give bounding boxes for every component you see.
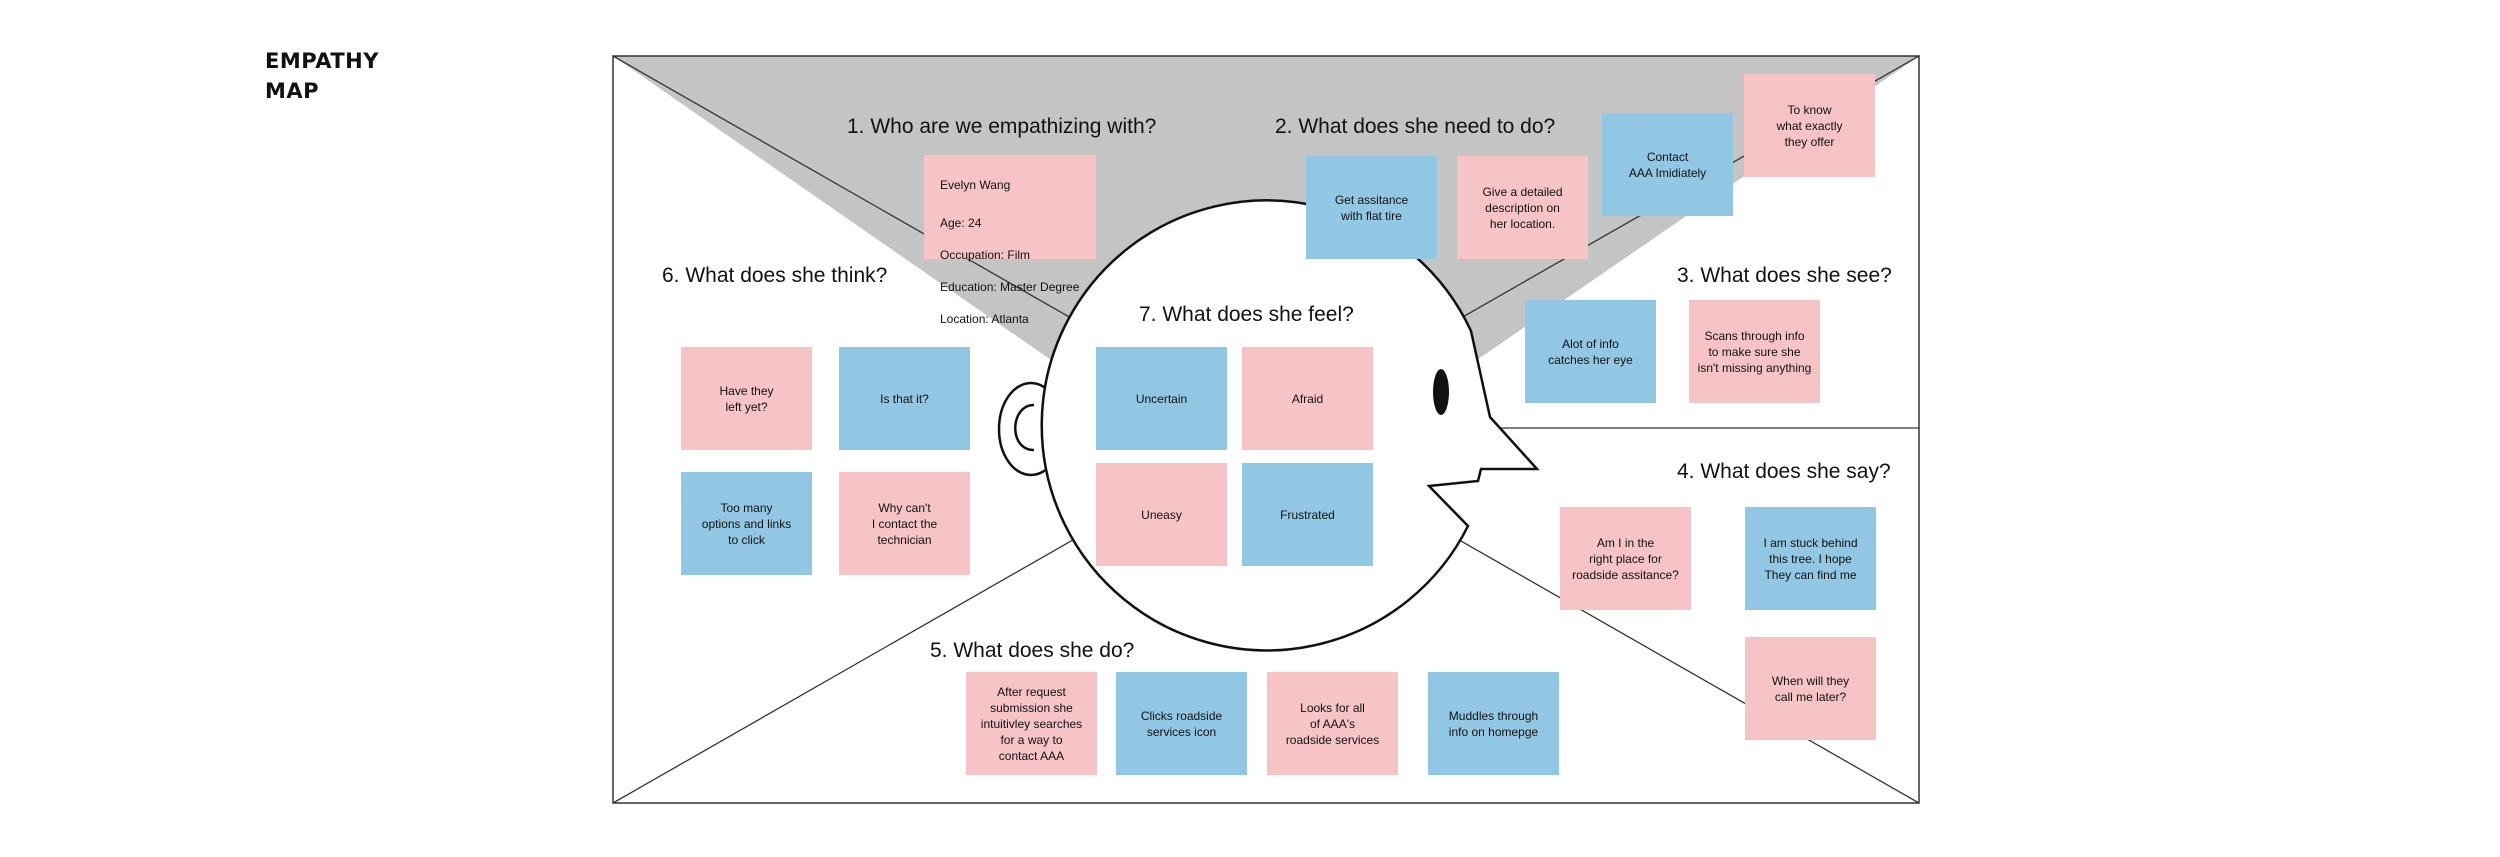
heading-say: 4. What does she say? <box>1677 460 1891 483</box>
persona-detail: Location: Atlanta <box>940 312 1029 326</box>
heading-feel: 7. What does she feel? <box>1139 303 1354 326</box>
persona-detail: Education: Master Degree <box>940 280 1080 294</box>
sticky-note: Uncertain <box>1096 347 1227 450</box>
page-title-line: MAP <box>265 79 320 103</box>
sticky-note: Frustrated <box>1242 463 1373 566</box>
persona-detail: Occupation: Film <box>940 248 1031 262</box>
eye-shape <box>1433 369 1449 415</box>
page-title-line: EMPATHY <box>265 49 379 73</box>
page-title: EMPATHY MAP <box>265 46 465 106</box>
sticky-note: Alot of info catches her eye <box>1525 300 1656 403</box>
sticky-note: Contact AAA Imidiately <box>1602 113 1733 216</box>
sticky-note: When will they call me later? <box>1745 637 1876 740</box>
outer-frame <box>612 55 1920 804</box>
heading-need: 2. What does she need to do? <box>1275 115 1556 138</box>
sticky-note: Why can't I contact the technician <box>839 472 970 575</box>
sticky-note: After request submission she intuitivley… <box>966 672 1097 775</box>
sticky-note: Looks for all of AAA's roadside services <box>1267 672 1398 775</box>
persona-detail: Age: 24 <box>940 216 982 230</box>
persona-name: Evelyn Wang <box>940 178 1011 192</box>
sticky-note: I am stuck behind this tree. I hope They… <box>1745 507 1876 610</box>
persona-note: Evelyn Wang Age: 24 Occupation: Film Edu… <box>924 155 1096 326</box>
sticky-note: Give a detailed description on her locat… <box>1457 156 1588 259</box>
sticky-note: To know what exactly they offer <box>1744 74 1875 177</box>
heading-do: 5. What does she do? <box>930 639 1135 662</box>
sticky-note: Get assitance with flat tire <box>1306 156 1437 259</box>
sticky-note: Afraid <box>1242 347 1373 450</box>
sticky-note: Muddles through info on homepge <box>1428 672 1559 775</box>
sticky-note: Uneasy <box>1096 463 1227 566</box>
heading-who: 1. Who are we empathizing with? <box>847 115 1157 138</box>
heading-think: 6. What does she think? <box>662 264 888 287</box>
sticky-note: Am I in the right place for roadside ass… <box>1560 507 1691 610</box>
sticky-note: Too many options and links to click <box>681 472 812 575</box>
sticky-note: Is that it? <box>839 347 970 450</box>
heading-see: 3. What does she see? <box>1677 264 1892 287</box>
ear-inner-curve <box>1014 403 1035 452</box>
sticky-note: Clicks roadside services icon <box>1116 672 1247 775</box>
sticky-note: Scans through info to make sure she isn'… <box>1689 300 1820 403</box>
sticky-note: Have they left yet? <box>681 347 812 450</box>
